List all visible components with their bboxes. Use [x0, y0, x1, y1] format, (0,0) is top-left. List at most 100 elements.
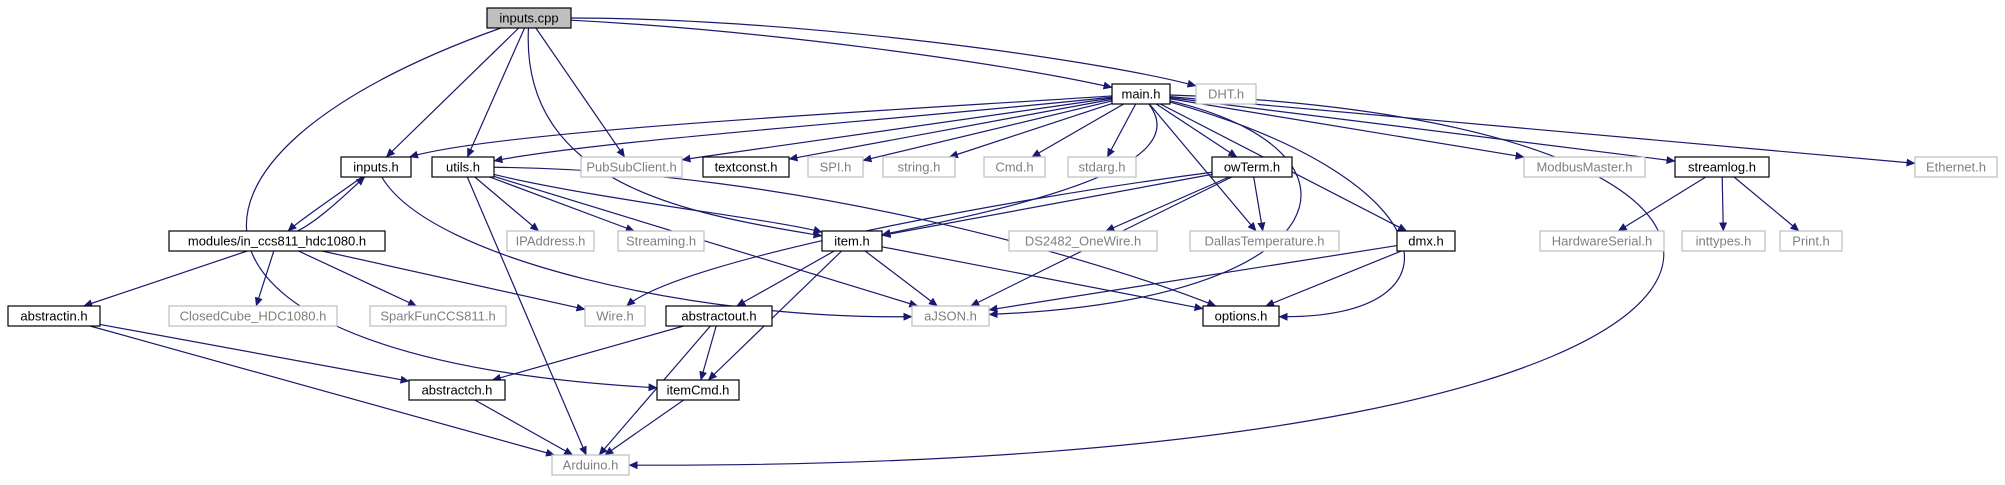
node-box [1523, 156, 1646, 178]
node-inputs-h[interactable]: inputs.h [340, 156, 412, 178]
node-label: textconst.h [715, 160, 778, 175]
edge-main-h-to-ajson-h [988, 100, 1302, 319]
node-box [702, 156, 790, 178]
node-box [168, 230, 386, 252]
node-label: Streaming.h [626, 234, 696, 249]
node-label: aJSON.h [924, 309, 977, 324]
node-inputs-cpp[interactable]: inputs.cpp [486, 7, 572, 29]
node-abstractch-h[interactable]: abstractch.h [408, 379, 506, 401]
node-label: Wire.h [596, 309, 634, 324]
edge-main-h-to-dallas-h [1148, 103, 1257, 232]
node-box [168, 305, 338, 327]
node-label: dmx.h [1408, 234, 1443, 249]
node-label: Arduino.h [563, 458, 619, 473]
node-label: main.h [1121, 87, 1160, 102]
edge-main-h-to-textconst-h [788, 98, 1113, 162]
node-sparkfun-h: SparkFunCCS811.h [369, 305, 507, 327]
node-box [656, 379, 740, 401]
node-modbus-h: ModbusMaster.h [1523, 156, 1646, 178]
edge-main-h-to-arduino-h [628, 94, 1665, 470]
node-ds2482-h: DS2482_OneWire.h [1008, 230, 1158, 252]
node-cmd-h: Cmd.h [983, 156, 1046, 178]
node-box [882, 156, 956, 178]
edge-main-h-to-item-h [881, 103, 1158, 237]
edge-utils-h-to-streaming-h [489, 176, 635, 232]
node-label: Cmd.h [995, 160, 1033, 175]
node-box [486, 7, 572, 29]
node-textconst-h[interactable]: textconst.h [702, 156, 790, 178]
edge-streamlog-h-to-inttypes-h [1719, 176, 1728, 232]
node-box [1914, 156, 1998, 178]
edge-main-h-to-options-h [1169, 101, 1405, 321]
node-owterm-h[interactable]: owTerm.h [1211, 156, 1293, 178]
edge-main-h-to-pubsub-h [681, 97, 1113, 163]
node-label: SparkFunCCS811.h [380, 309, 495, 324]
edge-inputs-h-to-modules-h [287, 176, 363, 232]
edge-inputs-cpp-to-main-h [570, 19, 1113, 90]
node-label: owTerm.h [1224, 160, 1280, 175]
node-print-h: Print.h [1779, 230, 1843, 252]
edge-item-h-to-itemcmd-h [707, 250, 843, 381]
node-label: options.h [1215, 309, 1268, 324]
node-box [1539, 230, 1665, 252]
node-box [506, 230, 595, 252]
edge-utils-h-to-arduino-h [466, 176, 587, 456]
node-spi-h: SPI.h [807, 156, 864, 178]
node-streamlog-h[interactable]: streamlog.h [1674, 156, 1770, 178]
edge-main-h-to-string-h [948, 102, 1113, 159]
edge-inputs-cpp-to-item-h [527, 27, 823, 239]
node-box [1396, 230, 1456, 252]
edge-inputs-h-to-ajson-h [381, 176, 913, 321]
edge-utils-h-to-ipaddress-h [474, 176, 540, 232]
node-inttypes-h: inttypes.h [1681, 230, 1766, 252]
edge-abstractout-h-to-itemcmd-h [699, 325, 717, 381]
node-closedcube-h: ClosedCube_HDC1080.h [168, 305, 338, 327]
node-label: ModbusMaster.h [1536, 160, 1632, 175]
edge-itemcmd-h-to-arduino-h [604, 399, 685, 456]
edge-streamlog-h-to-print-h [1733, 176, 1800, 232]
node-box [431, 156, 495, 178]
node-label: IPAddress.h [516, 234, 586, 249]
node-box [408, 379, 506, 401]
node-box [1211, 156, 1293, 178]
node-options-h[interactable]: options.h [1202, 305, 1280, 327]
edge-main-h-to-owterm-h [1155, 103, 1238, 158]
node-item-h[interactable]: item.h [821, 230, 883, 252]
node-box [665, 305, 773, 327]
node-label: Print.h [1792, 234, 1830, 249]
edge-inputs-cpp-to-pubsub-h [535, 27, 626, 158]
edges-layer [83, 17, 1916, 470]
node-stdarg-h: stdarg.h [1067, 156, 1137, 178]
edge-abstractch-h-to-arduino-h [474, 399, 574, 456]
node-ipaddress-h: IPAddress.h [506, 230, 595, 252]
node-box [617, 230, 705, 252]
node-abstractin-h[interactable]: abstractin.h [7, 305, 101, 327]
node-label: inttypes.h [1696, 234, 1752, 249]
node-label: abstractin.h [20, 309, 87, 324]
node-label: utils.h [446, 160, 480, 175]
node-label: DallasTemperature.h [1205, 234, 1325, 249]
node-label: SPI.h [820, 160, 852, 175]
node-label: modules/in_ccs811_hdc1080.h [188, 234, 366, 249]
edge-owterm-h-to-ds2482-h [1105, 176, 1230, 232]
node-arduino-h: Arduino.h [551, 454, 630, 476]
edge-modules-h-to-wire-h [321, 250, 586, 312]
node-itemcmd-h[interactable]: itemCmd.h [656, 379, 740, 401]
node-label: abstractout.h [681, 309, 756, 324]
edge-dmx-h-to-options-h [1265, 250, 1402, 307]
node-dmx-h[interactable]: dmx.h [1396, 230, 1456, 252]
node-label: DS2482_OneWire.h [1025, 234, 1141, 249]
node-ethernet-h: Ethernet.h [1914, 156, 1998, 178]
node-abstractout-h[interactable]: abstractout.h [665, 305, 773, 327]
edge-main-h-to-ethernet-h [1169, 95, 1916, 167]
node-label: HardwareSerial.h [1552, 234, 1652, 249]
node-utils-h[interactable]: utils.h [431, 156, 495, 178]
node-box [1202, 305, 1280, 327]
node-box [584, 305, 646, 327]
node-modules-h[interactable]: modules/in_ccs811_hdc1080.h [168, 230, 386, 252]
node-main-h[interactable]: main.h [1111, 83, 1171, 105]
node-label: streamlog.h [1688, 160, 1756, 175]
node-box [580, 156, 683, 178]
edge-item-h-to-options-h [881, 246, 1204, 311]
